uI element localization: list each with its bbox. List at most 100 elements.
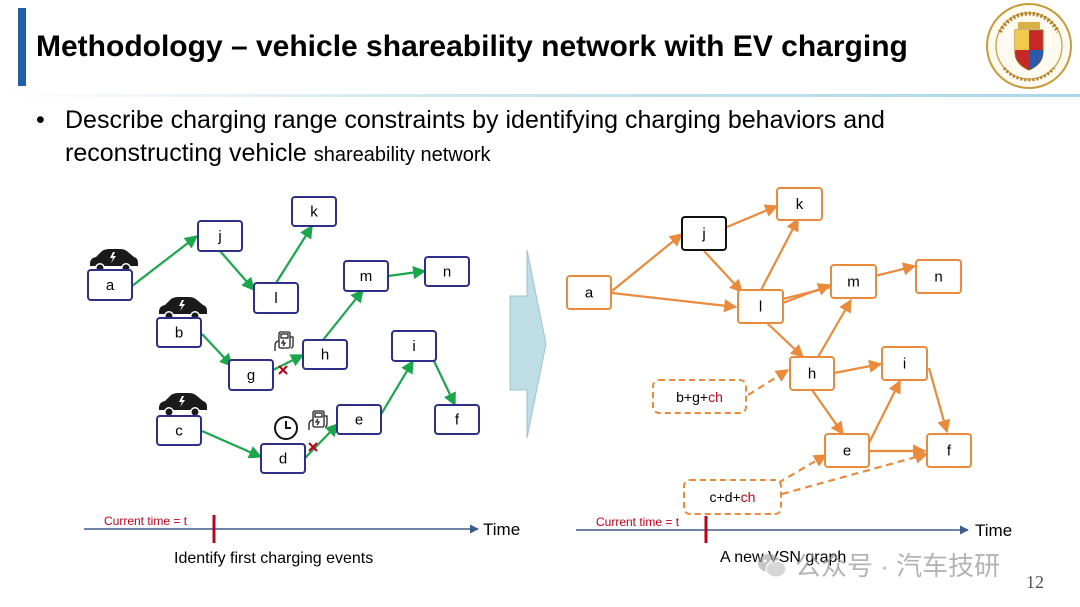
right-node-n-box: [915, 259, 962, 294]
right-node-l: l: [737, 289, 784, 324]
left-edge-g-h: [272, 354, 305, 371]
left-node-k-label: k: [310, 204, 318, 221]
clock-icon: [274, 416, 298, 440]
left-edge-a-j: [131, 235, 199, 287]
right-node-m: m: [830, 264, 877, 299]
left-node-j: j: [197, 220, 243, 252]
right-node-k-box: [776, 187, 823, 221]
left-node-d: d: [260, 443, 306, 474]
right-node-a-box: [566, 275, 612, 310]
left-node-i: i: [391, 330, 437, 362]
right-caption: A new VSN graph: [720, 549, 846, 566]
right-node-i: i: [881, 346, 928, 381]
right-node-h-box: [789, 356, 835, 391]
university-seal-logo: [986, 3, 1072, 89]
left-node-n-box: [424, 256, 470, 287]
left-edge-d-e: [304, 423, 339, 459]
left-node-e: e: [336, 404, 382, 435]
right-node-j-label: j: [701, 226, 705, 243]
watermark-text: 公众号 · 汽车技研: [795, 551, 1001, 581]
right-node-f: f: [926, 433, 972, 468]
right-edge-a-l: [611, 291, 738, 313]
left-node-j-label: j: [217, 228, 221, 245]
slide-title: Methodology – vehicle shareability netwo…: [36, 30, 908, 63]
right-node-m-label: m: [847, 274, 860, 291]
right-node-e: e: [824, 433, 870, 468]
right-node-f-box: [926, 433, 972, 468]
right-node-h-label: h: [808, 366, 816, 383]
left-node-c: c: [156, 415, 202, 446]
page-number: 12: [1026, 572, 1044, 592]
left-edge-b-g: [201, 333, 233, 367]
left-node-e-box: [336, 404, 382, 435]
left-node-j-box: [197, 220, 243, 252]
left-node-g-box: [228, 359, 274, 391]
left-node-l-label: l: [274, 290, 277, 307]
right-node-l-box: [737, 289, 784, 324]
right-edge-j-k: [726, 204, 779, 229]
right-node-n-label: n: [934, 269, 942, 286]
left-charging-cut-marks: [278, 365, 318, 452]
left-node-b-label: b: [175, 325, 183, 342]
ev-car-icon: [159, 297, 207, 321]
merged-node-bgch-ch: ch: [708, 389, 723, 405]
left-node-d-label: d: [279, 451, 287, 468]
right-edge-l-h: [765, 321, 804, 358]
left-current-time-label: Current time = t: [104, 514, 188, 528]
right-edge-cd-f: [781, 450, 929, 496]
left-node-a-label: a: [106, 277, 115, 294]
left-node-e-label: e: [355, 412, 363, 429]
transition-arrow-icon: [509, 249, 547, 439]
left-node-b: b: [156, 317, 202, 348]
left-node-d-box: [260, 443, 306, 474]
right-node-a: a: [566, 275, 612, 310]
right-edge-j-l: [703, 250, 743, 293]
left-node-i-box: [391, 330, 437, 362]
title-divider: [0, 94, 1080, 97]
right-node-m-box: [830, 264, 877, 299]
right-edge-h-e: [811, 389, 844, 436]
left-node-h-box: [302, 339, 348, 370]
right-edge-h-i: [833, 359, 883, 375]
left-node-f: f: [434, 404, 480, 435]
ev-car-icon: [159, 393, 207, 417]
left-node-m: m: [343, 260, 389, 292]
charging-station-icon: [274, 331, 294, 351]
left-edge-j-l: [219, 250, 255, 291]
left-node-g: g: [228, 359, 274, 391]
left-node-b-box: [156, 317, 202, 348]
right-node-e-label: e: [843, 443, 851, 460]
left-node-g-label: g: [247, 367, 255, 384]
left-node-k-box: [291, 196, 337, 227]
left-node-l: l: [253, 282, 299, 314]
left-edge-l-k: [275, 224, 313, 284]
right-node-j: j: [681, 216, 727, 251]
right-node-k-label: k: [796, 196, 804, 213]
right-edge-bg-h: [747, 369, 790, 396]
charging-station-icon: [308, 410, 328, 430]
right-node-k: k: [776, 187, 823, 221]
left-timeline: Current time = t Time Identify first cha…: [84, 514, 520, 567]
left-node-f-label: f: [455, 412, 460, 429]
merged-node-bgch-prefix: b+g+: [676, 389, 708, 405]
merged-node-cdch: c+d+ch: [683, 479, 782, 515]
title-accent-bar: [18, 8, 26, 86]
left-edge-m-n: [387, 266, 427, 280]
left-node-h: h: [302, 339, 348, 370]
right-edge-h-m: [817, 298, 852, 358]
merged-node-bgch: b+g+ch: [652, 379, 747, 414]
left-node-k: k: [291, 196, 337, 227]
left-node-m-label: m: [360, 268, 373, 285]
ev-car-icon: [90, 249, 138, 273]
right-network: a j k l m n h i e f b+g+ch c+d+ch Current time = …: [566, 187, 1012, 566]
right-node-a-label: a: [585, 285, 594, 302]
svg-text:c+d+ch: c+d+ch: [710, 489, 756, 505]
left-node-a: a: [87, 269, 133, 301]
left-edge-c-d: [201, 429, 263, 459]
bullet-text-tail: shareability network: [313, 144, 491, 166]
right-current-time-label: Current time = t: [596, 515, 680, 529]
left-node-m-box: [343, 260, 389, 292]
